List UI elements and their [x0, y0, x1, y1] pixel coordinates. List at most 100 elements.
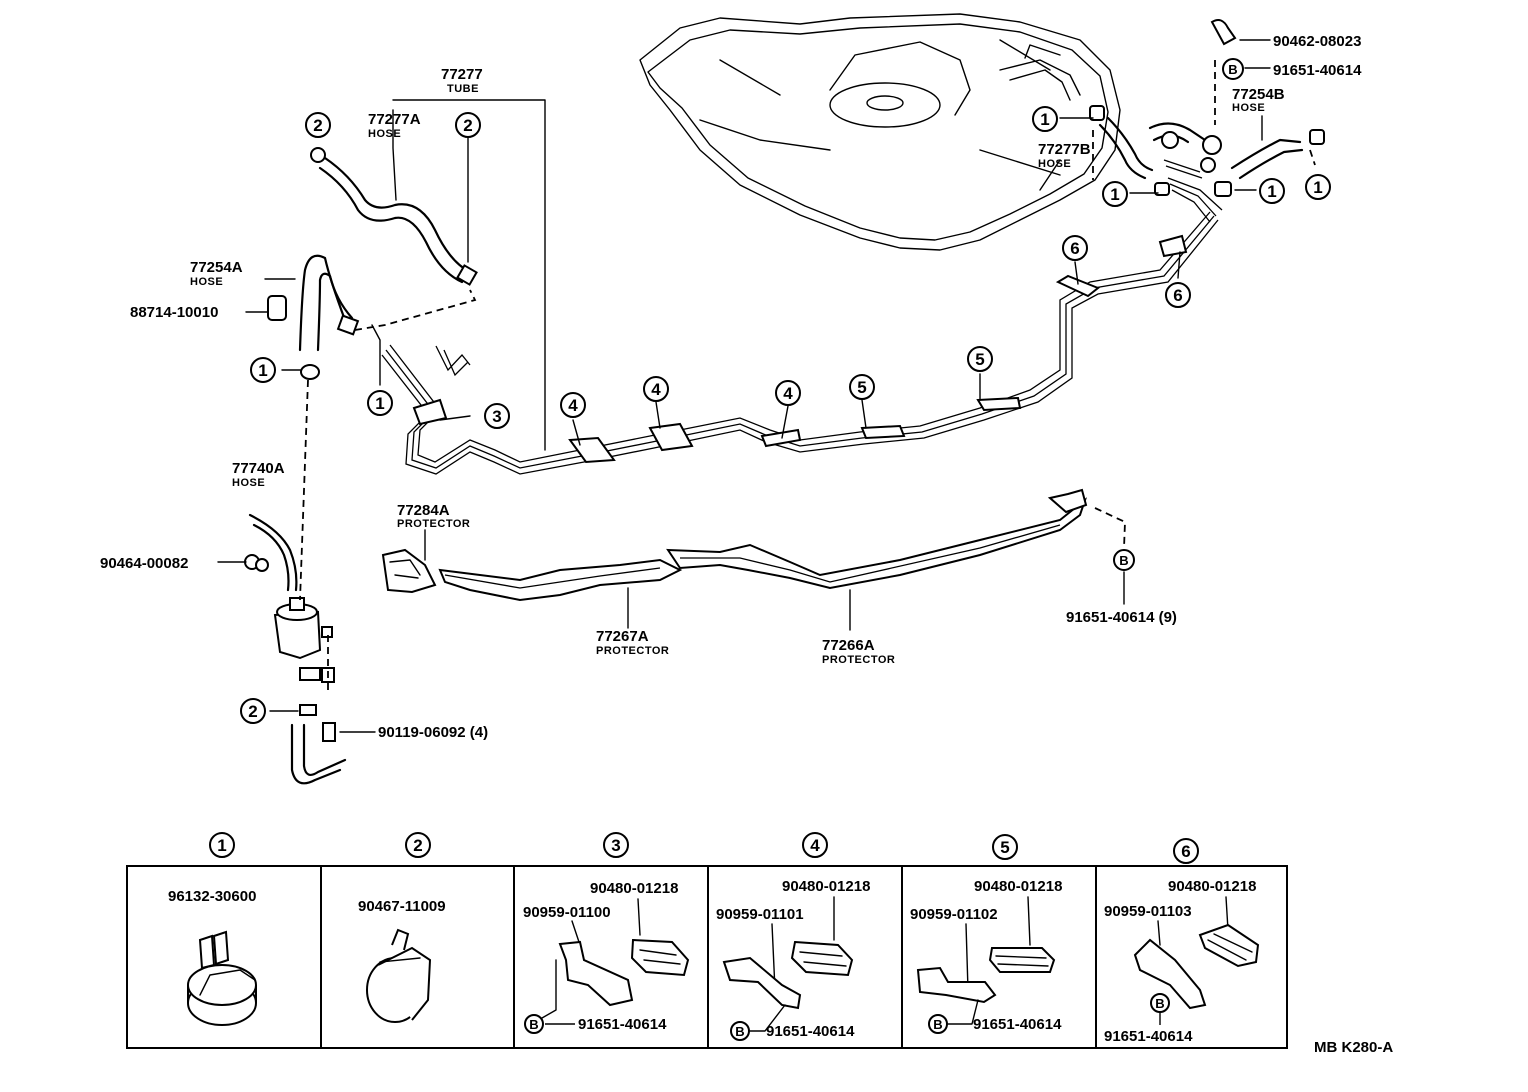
label-90462-number: 90462-08023 — [1273, 33, 1361, 50]
label-77277b-number: 77277B — [1038, 141, 1091, 158]
protector-77284a — [381, 548, 437, 594]
label-77266a-name: PROTECTOR — [822, 654, 895, 666]
callout-circles: 2 2 1 1 3 4 4 4 5 5 6 6 1 1 1 1 2 B B — [240, 58, 1331, 724]
label-77254b-number: 77254B — [1232, 86, 1285, 103]
protector-77267a — [438, 558, 683, 602]
legend-table: 1 96132-30600 2 90467-11009 3 90480-0121… — [126, 832, 1288, 1049]
svg-text:B: B — [1228, 62, 1237, 77]
legend-3-clamp: 90480-01218 — [590, 880, 678, 897]
svg-text:2: 2 — [248, 702, 257, 721]
label-77267a-name: PROTECTOR — [596, 645, 669, 657]
label-77277a-number: 77277A — [368, 111, 421, 128]
legend-box-3: 3 90480-01218 90959-01100 B 91651-40614 — [523, 832, 690, 1034]
label-77254b-name: HOSE — [1232, 102, 1265, 114]
svg-text:B: B — [1155, 996, 1164, 1011]
label-77277-number: 77277 — [441, 66, 483, 83]
callout-6: 6 — [1165, 282, 1191, 308]
right-hose-assembly — [1089, 19, 1325, 223]
legend-box-1: 1 96132-30600 — [168, 832, 257, 1026]
callout-4: 4 — [560, 392, 586, 418]
label-77740a-number: 77740A — [232, 460, 285, 477]
svg-text:1: 1 — [1313, 178, 1322, 197]
callout-2: 2 — [455, 112, 481, 138]
bolt-90119 — [322, 722, 336, 742]
protector-77266a — [666, 497, 1088, 590]
label-77277b-name: HOSE — [1038, 158, 1071, 170]
legend-4-bracket: 90959-01101 — [716, 906, 804, 923]
svg-text:4: 4 — [651, 380, 661, 399]
callout-2: 2 — [305, 112, 331, 138]
legend-1-part: 96132-30600 — [168, 888, 256, 905]
legend-6-bracket: 90959-01103 — [1104, 903, 1192, 920]
callout-1: 1 — [1305, 174, 1331, 200]
hose-sleeve-88714 — [267, 295, 287, 321]
callout-B: B — [1222, 58, 1244, 80]
legend-2-part: 90467-11009 — [358, 898, 446, 915]
svg-text:1: 1 — [1110, 185, 1119, 204]
legend-5-bolt: 91651-40614 — [973, 1016, 1062, 1033]
left-hose-assembly — [244, 147, 478, 785]
svg-text:5: 5 — [975, 350, 984, 369]
label-77266a-number: 77266A — [822, 637, 875, 654]
legend-3-bracket: 90959-01100 — [523, 904, 611, 921]
alignment-lines — [299, 60, 1316, 690]
svg-text:2: 2 — [313, 116, 322, 135]
svg-text:1: 1 — [375, 394, 384, 413]
label-77277-name: TUBE — [447, 83, 479, 95]
svg-text:4: 4 — [810, 836, 820, 855]
svg-text:1: 1 — [217, 836, 226, 855]
label-77267a-number: 77267A — [596, 628, 649, 645]
svg-text:1: 1 — [1040, 110, 1049, 129]
callout-2: 2 — [240, 698, 266, 724]
svg-text:3: 3 — [611, 836, 620, 855]
svg-text:3: 3 — [492, 407, 501, 426]
label-77284a-number: 77284A — [397, 502, 450, 519]
callout-1: 1 — [1259, 178, 1285, 204]
tube-clamps — [412, 234, 1188, 464]
legend-6-clamp: 90480-01218 — [1168, 878, 1256, 895]
protector-assembly — [381, 488, 1088, 602]
svg-text:1: 1 — [1267, 182, 1276, 201]
svg-text:2: 2 — [413, 836, 422, 855]
callout-4: 4 — [643, 376, 669, 402]
part-labels: 77277 TUBE 77277A HOSE 77254A HOSE 88714… — [100, 33, 1362, 741]
label-77254a-number: 77254A — [190, 259, 243, 276]
callout-4: 4 — [775, 380, 801, 406]
legend-box-5: 5 90480-01218 90959-01102 B 91651-40614 — [910, 834, 1062, 1034]
label-77740a-name: HOSE — [232, 477, 265, 489]
legend-3-bolt: 91651-40614 — [578, 1016, 667, 1033]
callout-5: 5 — [967, 346, 993, 372]
svg-text:4: 4 — [568, 396, 578, 415]
svg-text:6: 6 — [1070, 239, 1079, 258]
callout-1: 1 — [250, 357, 276, 383]
svg-text:B: B — [529, 1017, 538, 1032]
callout-1: 1 — [367, 390, 393, 416]
callout-3: 3 — [484, 403, 510, 429]
fuel-tank — [639, 13, 1121, 251]
callout-6: 6 — [1062, 235, 1088, 261]
leader-lines — [217, 39, 1271, 733]
svg-text:1: 1 — [258, 361, 267, 380]
label-90119-number: 90119-06092 (4) — [378, 724, 488, 741]
label-91651-top-number: 91651-40614 — [1273, 62, 1362, 79]
svg-text:B: B — [735, 1024, 744, 1039]
svg-text:6: 6 — [1181, 842, 1190, 861]
label-77277a-name: HOSE — [368, 128, 401, 140]
callout-5: 5 — [849, 374, 875, 400]
legend-box-6: 6 90480-01218 90959-01103 B 91651-40614 — [1104, 838, 1260, 1045]
label-77284a-name: PROTECTOR — [397, 518, 470, 530]
label-90464-number: 90464-00082 — [100, 555, 188, 572]
callout-B: B — [1113, 549, 1135, 571]
legend-5-clamp: 90480-01218 — [974, 878, 1062, 895]
legend-box-2: 2 90467-11009 — [358, 832, 446, 1023]
legend-4-bolt: 91651-40614 — [766, 1023, 855, 1040]
svg-text:B: B — [1119, 553, 1128, 568]
main-fuel-tube — [381, 211, 1219, 475]
legend-box-4: 4 90480-01218 90959-01101 B 91651-40614 — [716, 832, 870, 1041]
callout-1: 1 — [1032, 106, 1058, 132]
label-91651-mid-number: 91651-40614 (9) — [1066, 609, 1177, 626]
legend-5-bracket: 90959-01102 — [910, 906, 998, 923]
label-77254a-name: HOSE — [190, 276, 223, 288]
legend-4-clamp: 90480-01218 — [782, 878, 870, 895]
